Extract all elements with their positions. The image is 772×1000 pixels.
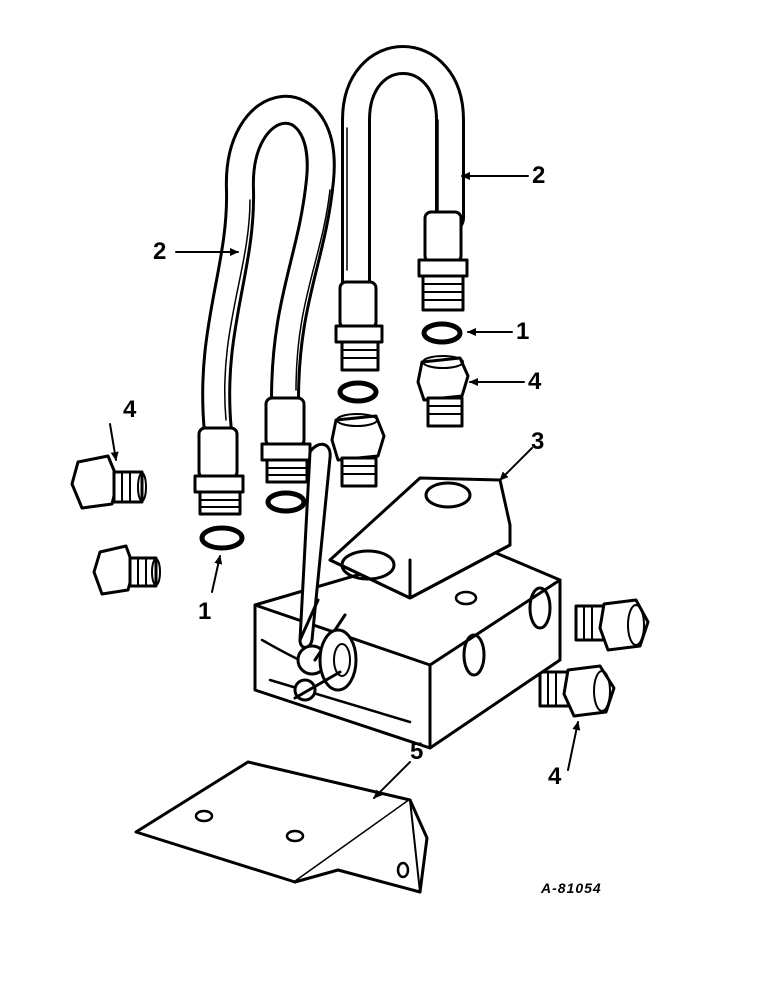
connector-fitting-middle xyxy=(330,413,386,488)
callout-3: 3 xyxy=(531,428,545,455)
hose-end-fitting-middle xyxy=(334,280,384,372)
callout-1-lower-left: 1 xyxy=(198,598,212,625)
valve-handle xyxy=(293,442,358,702)
connector-fitting-left-upper xyxy=(70,454,147,510)
callout-4-right-upper: 4 xyxy=(528,368,542,395)
callout-4-left: 4 xyxy=(123,396,137,423)
connector-fitting-left-lower xyxy=(92,544,161,596)
callout-2-upper-right: 2 xyxy=(532,162,546,189)
o-ring xyxy=(421,321,463,345)
drawing-id: A-81054 xyxy=(541,880,602,896)
connector-fitting-right-upper xyxy=(574,598,650,652)
o-ring xyxy=(199,525,245,551)
connector-fitting-upper-right xyxy=(416,355,470,428)
leader-arrow-5 xyxy=(373,761,411,799)
hose-end-fitting-left-b xyxy=(260,396,312,484)
leader-arrow-4-right-lower xyxy=(567,721,581,771)
callout-2-left: 2 xyxy=(153,238,167,265)
o-ring xyxy=(265,490,307,514)
callout-1-upper-right: 1 xyxy=(516,318,530,345)
hose-end-fitting-left-a xyxy=(193,426,245,516)
valve-body xyxy=(253,476,562,750)
leader-arrow-3 xyxy=(499,447,533,481)
callout-4-right-lower: 4 xyxy=(548,763,562,790)
leader-arrow-1-lower-left xyxy=(211,555,223,593)
mounting-bracket xyxy=(134,760,429,894)
connector-fitting-right-lower xyxy=(538,664,616,718)
hose-rear xyxy=(341,45,465,303)
hose-end-fitting-right xyxy=(417,210,469,312)
callout-5: 5 xyxy=(410,738,424,765)
o-ring xyxy=(337,380,379,404)
hose-front xyxy=(201,95,336,447)
leader-arrow-4-left xyxy=(109,423,119,461)
